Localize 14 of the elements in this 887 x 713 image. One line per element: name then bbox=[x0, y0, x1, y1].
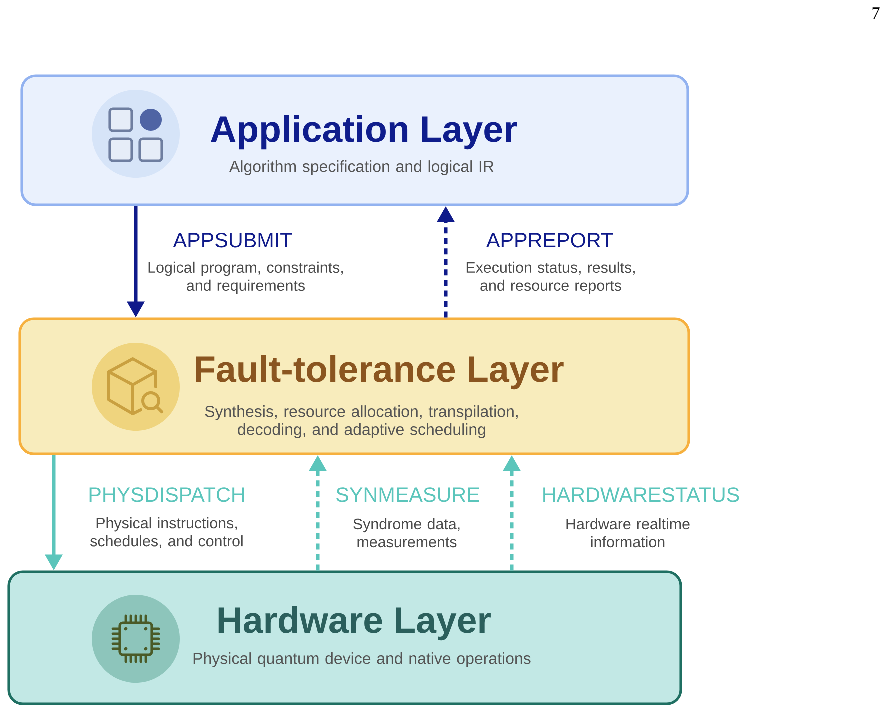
description-text: Hardware realtime information bbox=[566, 518, 690, 548]
page-number: 7 bbox=[872, 8, 880, 19]
edge-label: APPSUBMIT bbox=[173, 233, 292, 248]
description-text: Physical instructions, schedules, and control bbox=[90, 518, 243, 548]
edge-label: SYNMEASURE bbox=[336, 488, 480, 502]
description-text: Logical program, constraints, and requirements bbox=[148, 262, 344, 294]
edge-label: PHYSDISPATCH bbox=[90, 488, 244, 502]
description-text: Syndrome data, measurements bbox=[354, 518, 460, 548]
layer-box: Hardware Layer Physical quantum device and native operations bbox=[8, 570, 682, 706]
layer-box: Fault-tolerance Layer Synthesis, resource allocation, transpilation, decoding, and adaptive scheduling bbox=[18, 318, 690, 456]
layer-box: Application Layer Algorithm specification and logical IR bbox=[20, 74, 690, 206]
edge-label: APPREPORT bbox=[486, 233, 614, 248]
edge-label: HARDWARESTATUS bbox=[544, 488, 740, 502]
description-text: Execution status, results, and resource reports bbox=[466, 262, 635, 294]
